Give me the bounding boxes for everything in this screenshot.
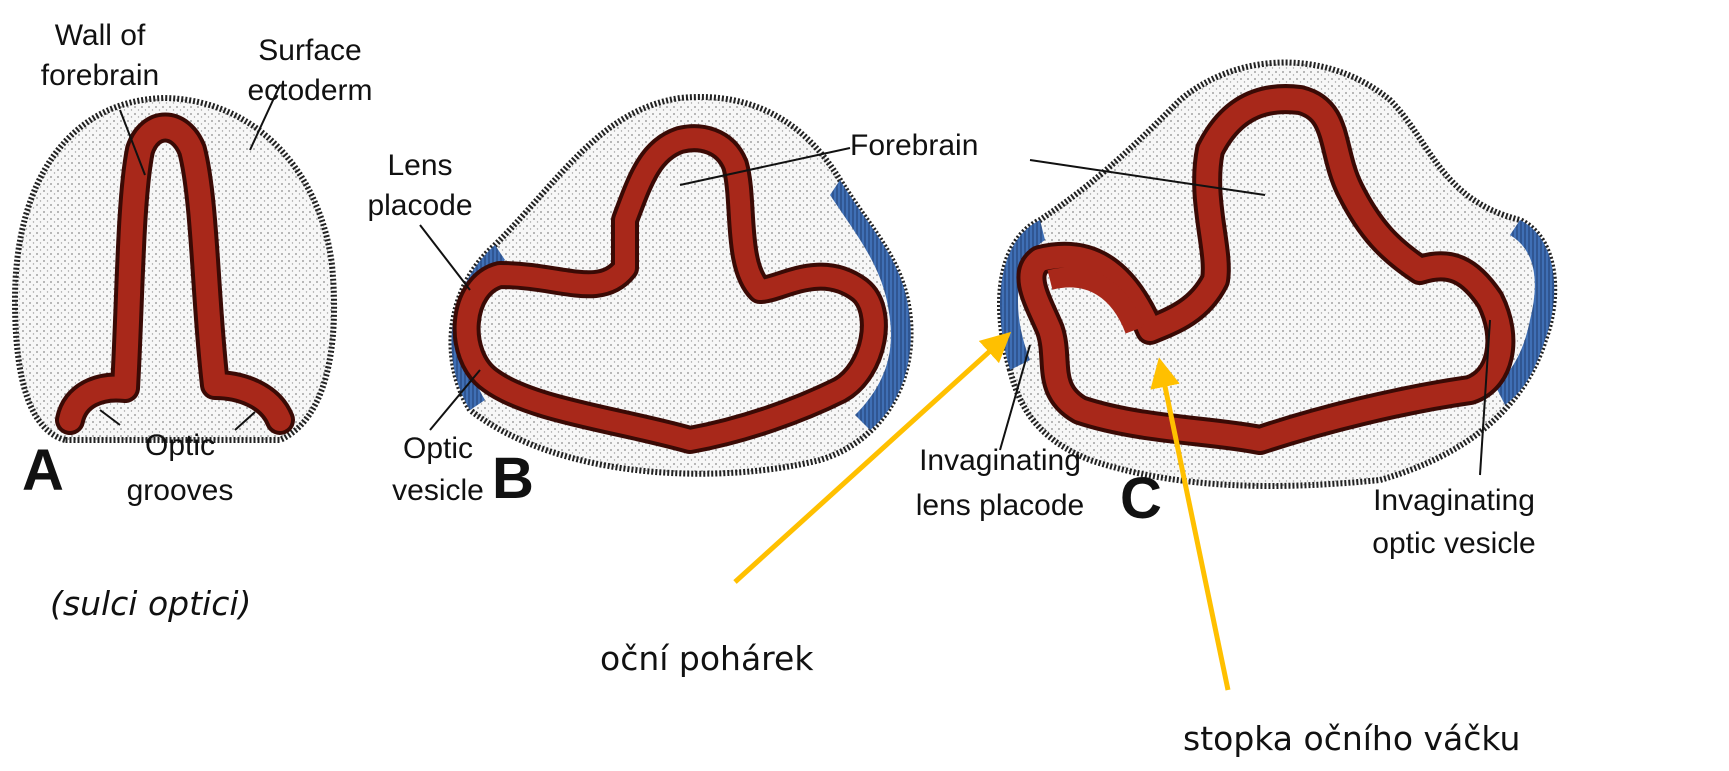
label-lens-placode-2: placode	[367, 189, 472, 222]
label-stopka-ocniho-vacku: stopka očního váčku	[1183, 719, 1520, 758]
label-invaginating-optic-vesicle-2: optic vesicle	[1372, 527, 1535, 560]
panel-c	[1000, 63, 1554, 486]
panel-a-surface-ectoderm	[15, 98, 334, 440]
panel-letter-c: C	[1120, 466, 1162, 531]
label-optic-vesicle: Optic	[403, 432, 473, 465]
label-optic-grooves: Optic	[145, 429, 215, 462]
label-wall-of-forebrain: Wall of	[55, 19, 146, 52]
panel-letter-b: B	[492, 446, 534, 511]
label-wall-of-forebrain-2: forebrain	[41, 59, 159, 92]
label-invaginating-lens-placode-2: lens placode	[916, 489, 1084, 522]
label-sulci-optici: (sulci optici)	[50, 584, 251, 623]
label-surface-ectoderm: Surface	[258, 34, 361, 67]
panel-a	[15, 98, 334, 440]
label-invaginating-optic-vesicle: Invaginating	[1373, 484, 1535, 517]
label-lens-placode: Lens	[387, 149, 452, 182]
label-invaginating-lens-placode: Invaginating	[919, 444, 1081, 477]
label-optic-grooves-2: grooves	[127, 474, 234, 507]
label-surface-ectoderm-2: ectoderm	[247, 74, 372, 107]
label-optic-vesicle-2: vesicle	[392, 474, 484, 507]
label-forebrain: Forebrain	[850, 129, 978, 162]
label-ocni-poharek: oční pohárek	[600, 639, 814, 678]
panel-b	[451, 97, 910, 474]
panel-letter-a: A	[22, 438, 64, 503]
